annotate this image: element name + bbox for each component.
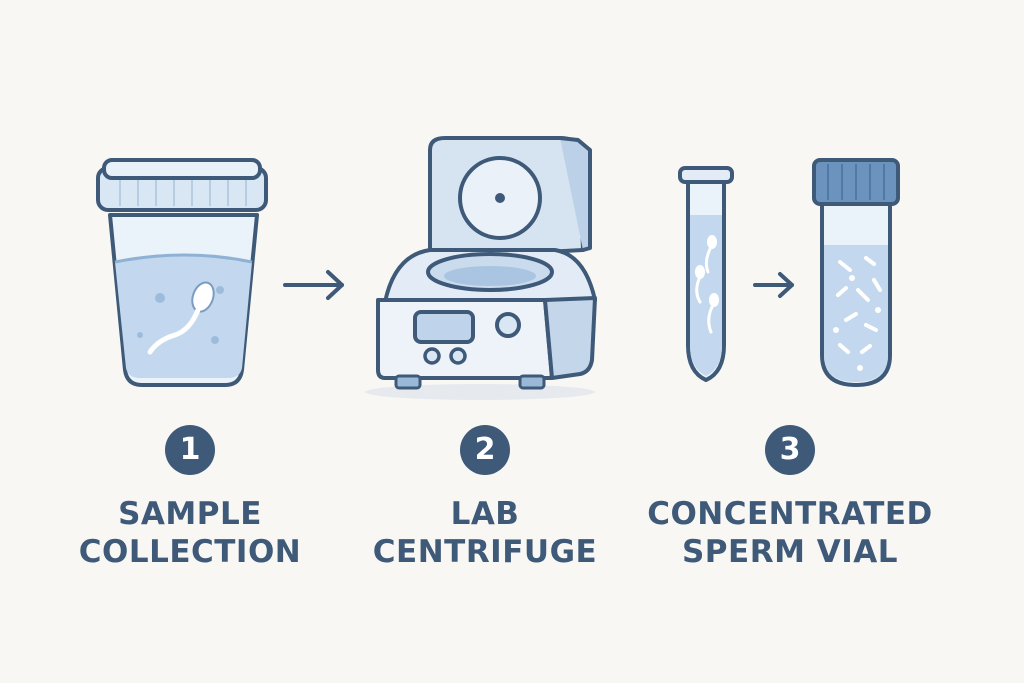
step-label: LAB CENTRIFUGE bbox=[373, 495, 597, 571]
step-2: 2 LAB CENTRIFUGE bbox=[355, 425, 615, 571]
sample-cup-icon bbox=[96, 158, 268, 387]
process-illustrations bbox=[96, 136, 900, 400]
step-number-badge: 3 bbox=[765, 425, 815, 475]
arrow-right-icon bbox=[283, 270, 344, 300]
step-label-line: CENTRIFUGE bbox=[372, 534, 598, 570]
step-3: 3 CONCENTRATED SPERM VIAL bbox=[620, 425, 960, 571]
step-label: CONCENTRATED SPERM VIAL bbox=[647, 495, 933, 571]
step-number-badge: 1 bbox=[165, 425, 215, 475]
step-number-badge: 2 bbox=[460, 425, 510, 475]
centrifuge-icon bbox=[365, 136, 597, 400]
step-1: 1 SAMPLE COLLECTION bbox=[60, 425, 320, 571]
step-label-line: SPERM VIAL bbox=[681, 534, 898, 570]
arrow-right-icon bbox=[753, 272, 794, 298]
step-label-line: CONCENTRATED bbox=[647, 496, 933, 532]
step-label: SAMPLE COLLECTION bbox=[79, 495, 302, 571]
test-tube-icon bbox=[678, 166, 734, 382]
step-label-line: SAMPLE bbox=[118, 496, 262, 532]
vial-icon bbox=[812, 158, 900, 387]
step-label-line: LAB bbox=[450, 496, 520, 532]
step-label-line: COLLECTION bbox=[78, 534, 302, 570]
